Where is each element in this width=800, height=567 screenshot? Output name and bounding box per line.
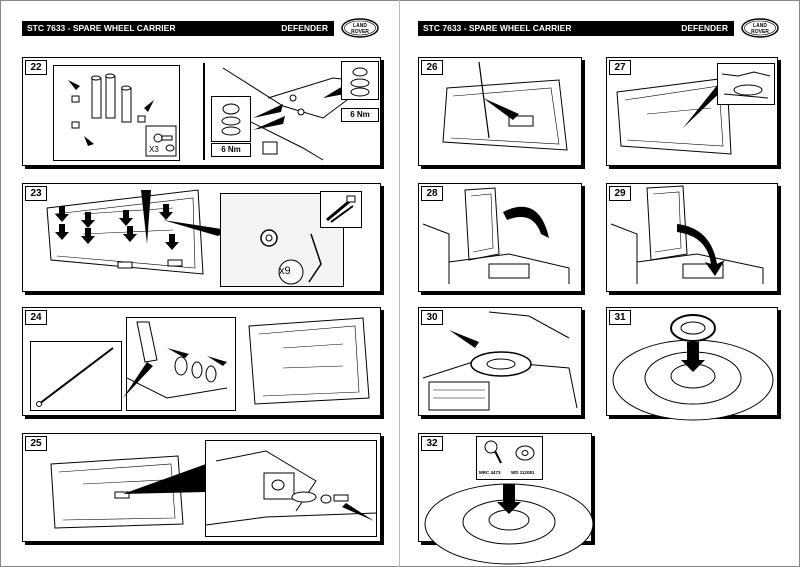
header-left-title: STC 7633 - SPARE WHEEL CARRIER — [27, 23, 176, 33]
step-22-number: 22 — [25, 60, 47, 75]
step-22-chassis-illustration — [203, 63, 369, 161]
step-22-nut-detail — [341, 61, 379, 100]
step-31-panel: 31 — [606, 307, 778, 421]
step-28-vehicle-illustration — [422, 187, 570, 284]
logo-right-line1: LAND — [753, 23, 767, 29]
step-29-panel: 29 — [606, 183, 778, 292]
step-22-panel: 22 X3 — [22, 57, 381, 166]
rivet-hole-illustration — [260, 229, 322, 285]
step-32-panel: 32 MRC 4473 WD 112081 — [418, 433, 594, 565]
step-22-qty-label: X3 — [149, 145, 159, 154]
step-22-parts-box: X3 — [53, 65, 180, 161]
step-26-door-illustration — [442, 61, 568, 151]
step-25-door-illustration — [50, 455, 206, 529]
step-27-number: 27 — [609, 60, 631, 75]
nut-washer-icon — [350, 67, 370, 97]
hinge-clip-icon — [721, 71, 771, 99]
rivet-gun-icon — [326, 195, 356, 223]
land-rover-logo-right: LAND ROVER — [741, 18, 779, 38]
step-24-number: 24 — [25, 310, 47, 325]
header-right: STC 7633 - SPARE WHEEL CARRIER DEFENDER — [418, 21, 734, 36]
step-23-door-panel-illustration — [46, 189, 228, 275]
logo-right-line2: ROVER — [751, 29, 769, 35]
washer-stack-icon — [221, 103, 241, 136]
header-left: STC 7633 - SPARE WHEEL CARRIER DEFENDER — [22, 21, 334, 36]
header-left-model: DEFENDER — [281, 23, 328, 33]
step-29-number: 29 — [609, 186, 631, 201]
step-24-panel: 24 — [22, 307, 381, 416]
page-fold — [399, 0, 400, 567]
step-26-panel: 26 — [418, 57, 582, 166]
step-22-washer-detail — [211, 96, 251, 142]
step-30-panel: 30 — [418, 307, 582, 416]
land-rover-logo-right-icon: LAND ROVER — [741, 18, 779, 38]
step-23-panel: 23 x9 — [22, 183, 381, 292]
step-22-torque-2: 6 Nm — [341, 108, 379, 122]
step-32-wheel-illustration — [424, 483, 594, 565]
step-32-part-1: MRC 4473 — [479, 470, 501, 475]
step-30-number: 30 — [421, 310, 443, 325]
pivot-bushing-illustration — [126, 321, 228, 399]
step-29-vehicle-illustration — [610, 185, 764, 284]
step-24-door-illustration — [123, 317, 370, 405]
step-28-panel: 28 — [418, 183, 582, 292]
step-27-panel: 27 — [606, 57, 778, 166]
bolt-and-washer-icon — [484, 440, 535, 464]
step-25-panel: 25 — [22, 433, 381, 542]
header-right-title: STC 7633 - SPARE WHEEL CARRIER — [423, 23, 572, 33]
step-28-number: 28 — [421, 186, 443, 201]
step-31-number: 31 — [609, 310, 631, 325]
step-24-rod-detail — [30, 341, 122, 411]
support-rod-icon — [36, 347, 114, 407]
step-32-number: 32 — [421, 436, 443, 451]
logo-left-line2: ROVER — [351, 29, 369, 35]
step-32-part-2: WD 112081 — [511, 470, 535, 475]
step-32-fixings-detail: MRC 4473 WD 112081 — [476, 436, 543, 480]
spacer-tubes-illustration — [68, 73, 177, 157]
step-31-wheel-illustration — [612, 314, 774, 421]
land-rover-logo-left-icon: LAND ROVER — [341, 18, 379, 38]
step-27-hinge-detail — [717, 63, 775, 105]
latch-bolt-illustration — [205, 450, 377, 526]
step-23-rivet-tool-detail — [320, 191, 362, 228]
step-26-number: 26 — [421, 60, 443, 75]
logo-left-line1: LAND — [353, 23, 367, 29]
step-22-torque-1: 6 Nm — [211, 143, 251, 157]
step-30-vehicle-illustration — [422, 311, 578, 411]
step-23-qty-label: x9 — [279, 265, 291, 277]
step-25-latch-detail — [205, 440, 377, 537]
step-23-number: 23 — [25, 186, 47, 201]
land-rover-logo-left: LAND ROVER — [341, 18, 379, 38]
step-25-number: 25 — [25, 436, 47, 451]
step-24-pivot-detail — [126, 317, 236, 411]
header-right-model: DEFENDER — [681, 23, 728, 33]
